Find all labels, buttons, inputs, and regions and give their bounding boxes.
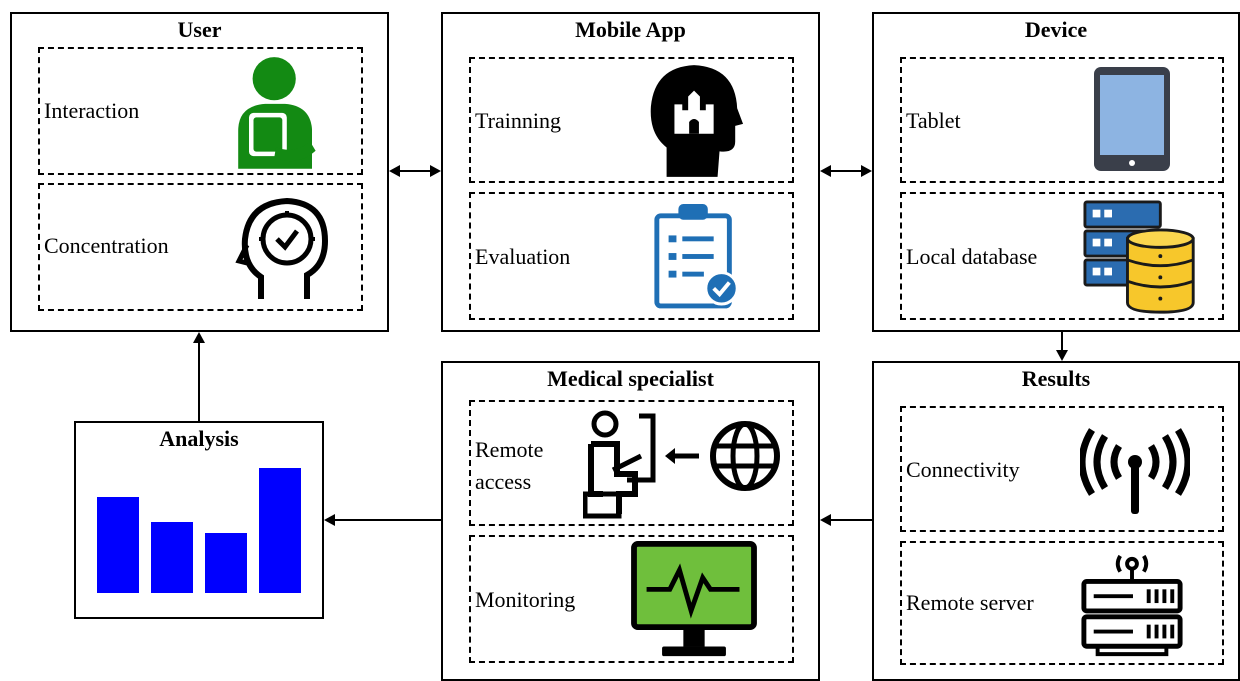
connectivity-label: Connectivity [906, 457, 1020, 482]
analysis-bar [97, 497, 139, 593]
analysis-bar-chart [76, 423, 322, 617]
medical-specialist-block: Medical specialist Remote access Monitor… [441, 361, 820, 681]
analysis-bar [259, 468, 301, 593]
remote-access-panel: Remote access [469, 400, 794, 526]
evaluation-panel: Evaluation [469, 192, 794, 320]
training-panel: Trainning [469, 57, 794, 183]
remote-server-panel: Remote server [900, 541, 1224, 665]
tablet-label: Tablet [906, 108, 961, 133]
user-block: User Interaction Concentration [10, 12, 389, 332]
local-database-label: Local database [906, 244, 1038, 269]
tablet-icon [1094, 67, 1170, 171]
router-server-icon [1081, 554, 1183, 657]
user-tablet-icon [238, 57, 316, 169]
analysis-block: Analysis [74, 421, 324, 619]
clipboard-check-icon [654, 204, 739, 309]
head-clock-icon [235, 197, 329, 299]
medical-specialist-title: Medical specialist [547, 366, 714, 391]
user-title: User [177, 17, 222, 42]
remote-worker-globe-icon [583, 410, 780, 519]
local-database-panel: Local database [900, 192, 1224, 320]
antenna-signal-icon [1080, 428, 1190, 514]
monitor-heartbeat-icon [631, 541, 757, 657]
evaluation-label: Evaluation [475, 244, 571, 269]
concentration-panel: Concentration [38, 183, 363, 311]
device-block: Device Tablet Local database [872, 12, 1240, 332]
concentration-label: Concentration [44, 233, 169, 258]
results-title: Results [1021, 366, 1091, 391]
analysis-bar [205, 533, 247, 593]
connectivity-panel: Connectivity [900, 406, 1224, 532]
results-block: Results Connectivity Remote server [872, 361, 1240, 681]
head-castle-icon [650, 65, 744, 177]
monitoring-panel: Monitoring [469, 535, 794, 663]
tablet-panel: Tablet [900, 57, 1224, 183]
interaction-label: Interaction [44, 98, 140, 123]
mobile-app-block: Mobile App Trainning Evaluation [441, 12, 820, 332]
database-server-icon [1083, 200, 1195, 314]
device-title: Device [1024, 17, 1088, 42]
training-label: Trainning [475, 108, 561, 133]
interaction-panel: Interaction [38, 47, 363, 175]
analysis-title: Analysis [159, 426, 239, 451]
remote-access-label: Remote access [475, 437, 544, 494]
analysis-bar [151, 522, 193, 593]
mobile-app-title: Mobile App [575, 17, 686, 42]
monitoring-label: Monitoring [475, 587, 576, 612]
remote-server-label: Remote server [906, 590, 1034, 615]
